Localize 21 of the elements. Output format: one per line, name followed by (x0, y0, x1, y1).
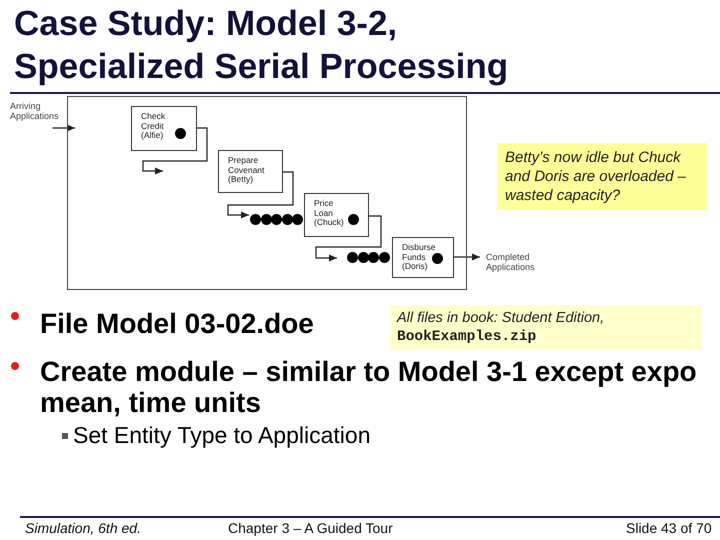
bullet-text: File Model 03-02.doe (40, 308, 314, 339)
callout-note: Betty’s now idle but Chuck and Doris are overloaded – wasted capacity? (497, 143, 707, 210)
footer-text: Chapter 3 – A Guided Tour (228, 520, 393, 536)
flow-arrow (52, 124, 75, 132)
flow-label: Completed Applications (486, 252, 535, 272)
footer-text: Slide 43 of 70 (626, 520, 712, 536)
flow-arrow (315, 215, 382, 262)
process-label: Check Credit (Alfie) (141, 112, 166, 140)
flow-arrow (454, 254, 480, 260)
callout-note: All files in book: Student Edition, BookExamples.zip (390, 305, 702, 350)
bullet-text: Create module – similar to Model 3-1 except expo mean, time units (40, 356, 698, 418)
process-label: Disburse Funds (Doris) (402, 243, 436, 272)
flow-arrow (227, 171, 294, 218)
diagram-frame (67, 96, 467, 290)
footer-text: Simulation, 6th ed. (25, 520, 141, 536)
flow-arrow (142, 127, 208, 174)
bullet-text: Set Entity Type to Application (73, 422, 370, 448)
flow-label: Arriving Applications (10, 101, 59, 121)
slide-title: Case Study: Model 3-2, Specialized Serial Processing (14, 3, 510, 88)
process-label: Price Loan (Chuck) (314, 199, 344, 228)
process-label: Prepare Covenant (Betty) (228, 156, 264, 184)
